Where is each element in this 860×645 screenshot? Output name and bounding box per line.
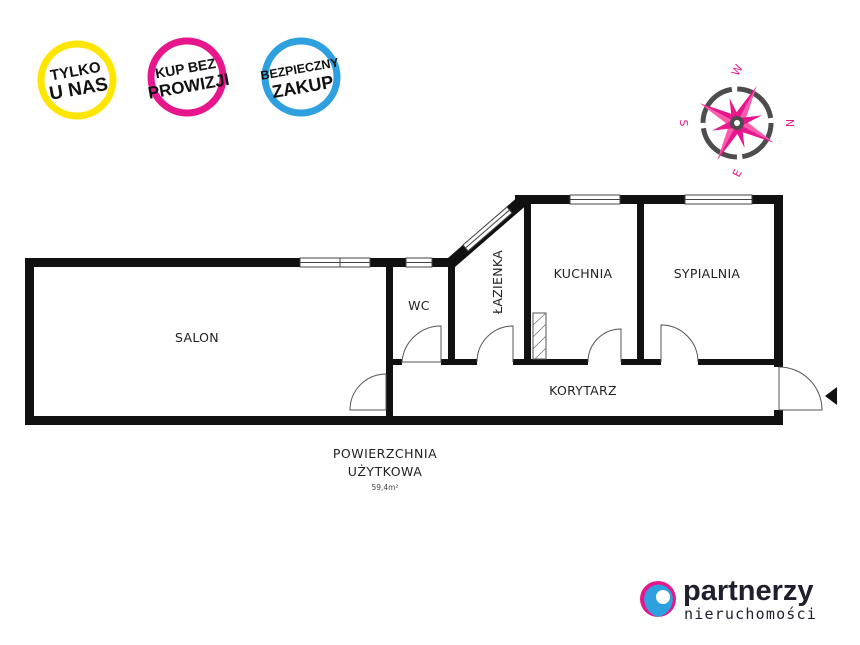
wall-salon-wc [386, 258, 393, 368]
badge-ring [147, 37, 227, 117]
door-kuchnia [587, 328, 622, 363]
wall-corridor-lazienka [441, 359, 477, 365]
badge-bezpieczny-zakup: BEZPIECZNY ZAKUP [259, 37, 341, 117]
compass-n-label: N [783, 119, 796, 127]
area-title-line1: POWIERZCHNIA [333, 446, 437, 461]
badge-ring [37, 40, 117, 120]
badge-kup-bez-prowizji: KUP BEZ PROWIZJI [147, 37, 231, 117]
wall-salon-left [25, 258, 34, 425]
compass-s-label: S [677, 120, 690, 127]
wall-right-upper [774, 195, 783, 367]
wall-salon-top-left [25, 258, 300, 267]
wall-corridor-kuchnia [513, 359, 588, 365]
wall-top-left-segment [515, 195, 570, 204]
wall-lazienka-kuchnia [524, 195, 531, 362]
room-label-sypialnia: SYPIALNIA [674, 266, 741, 281]
badge-ring [261, 37, 341, 117]
kitchen-hatch [532, 312, 547, 360]
wall-salon-corridor [386, 359, 393, 425]
wall-top-mid-segment [620, 195, 685, 204]
door-salon [349, 373, 387, 411]
door-sypialnia [660, 324, 699, 363]
wall-kuchnia-sypialnia [637, 195, 644, 362]
area-title-line2: UŻYTKOWA [348, 464, 423, 479]
door-entrance [778, 366, 823, 411]
compass-e-label: E [730, 167, 745, 179]
walls [25, 195, 783, 425]
room-label-kuchnia: KUCHNIA [554, 266, 613, 281]
room-label-korytarz: KORYTARZ [549, 383, 617, 398]
wall-wc-top-right [432, 258, 454, 267]
wall-wc-lazienka [448, 258, 455, 361]
wall-corridor-wc [386, 359, 402, 365]
compass-rose-icon: W N E S [677, 62, 796, 179]
partnerzy-logo-icon [640, 581, 676, 617]
badge-tylko-u-nas: TYLKO U NAS [37, 40, 117, 120]
wall-corridor-right [698, 359, 783, 365]
windows [299, 194, 753, 268]
compass-w-label: W [729, 62, 746, 78]
area-value: 59,4m² [371, 483, 398, 492]
brand-subtitle: nieruchomości [684, 605, 817, 623]
room-label-salon: SALON [175, 330, 219, 345]
door-lazienka [476, 325, 514, 363]
doors [349, 324, 823, 411]
room-label-lazienka: ŁAZIENKA [490, 250, 505, 315]
wall-corridor-sypialnia [621, 359, 661, 365]
brand-name: partnerzy [683, 575, 814, 607]
wall-bottom [25, 416, 783, 425]
wall-right-lower [774, 410, 783, 425]
door-wc [401, 325, 442, 363]
wall-top-right-corner [752, 195, 783, 204]
entrance-arrow-icon [825, 387, 837, 405]
room-label-wc: WC [408, 298, 430, 313]
